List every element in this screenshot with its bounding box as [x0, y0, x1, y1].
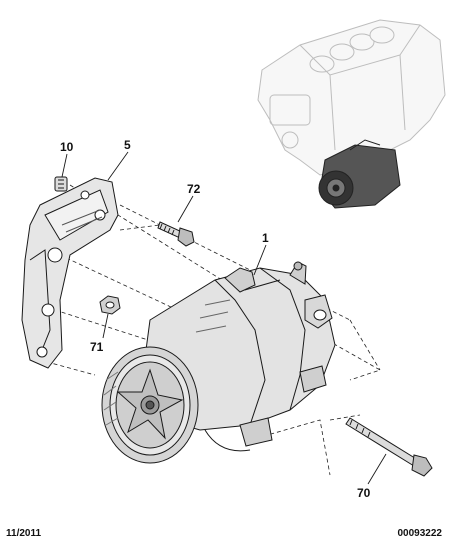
callout-71: 71: [90, 340, 104, 354]
callout-1: 1: [262, 231, 269, 245]
callout-70: 70: [357, 486, 371, 500]
compressor-part: [101, 261, 336, 464]
engine-block-thumbnail: [257, 19, 446, 209]
callout-5: 5: [124, 138, 131, 152]
thumbnail-compressor: [318, 139, 401, 209]
nut-part: [99, 295, 121, 315]
callout-72: 72: [187, 182, 201, 196]
leader-lines: [61, 151, 387, 485]
footer-reference-number: 00093222: [397, 528, 443, 539]
long-bolt-part: [345, 417, 433, 477]
bolt-part: [157, 221, 195, 247]
footer-date: 11/2011: [6, 528, 42, 539]
stud-part: [54, 176, 68, 192]
callout-10: 10: [60, 140, 74, 154]
mounting-bracket-part: [21, 177, 119, 369]
